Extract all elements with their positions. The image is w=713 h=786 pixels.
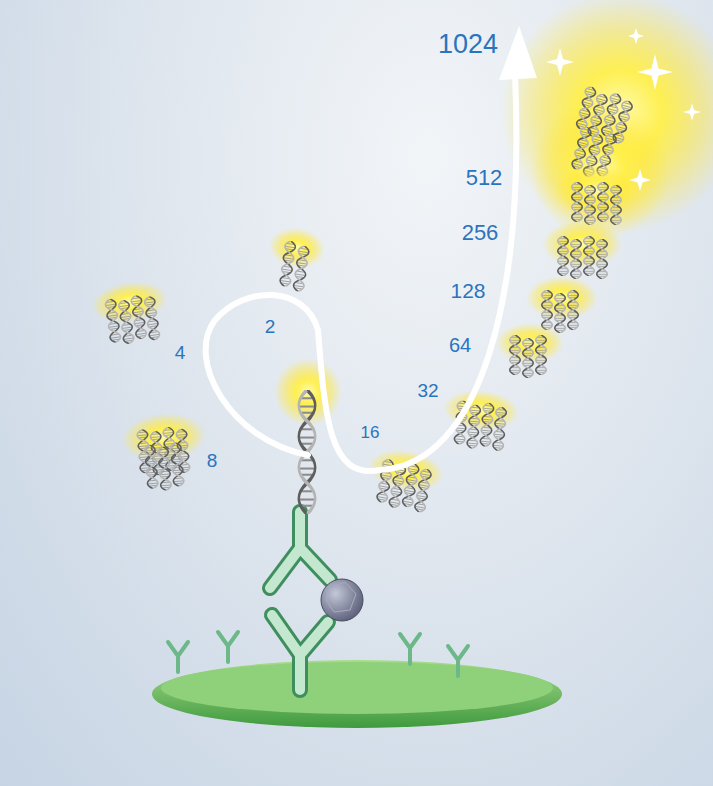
capture-antibody [448,646,468,676]
dna-helix [572,182,583,222]
callout-wrap: 128 [450,280,485,301]
detection-antibody-outline [270,512,330,588]
capture-antibody-outline [272,615,328,690]
dna-helix [414,468,432,513]
sparkle [637,54,673,90]
callout-number: 32 [417,381,438,400]
capture-antibody [272,615,328,690]
dna-helix [293,245,310,292]
support-surface [161,662,553,714]
callout-wrap: 4 [175,343,186,362]
dna-helix [598,182,609,222]
callout-number: 512 [466,167,503,189]
callout-wrap: 2 [265,317,276,336]
dna-helix [568,290,579,330]
dna-helix [523,338,534,378]
callout-wrap: 256 [462,222,499,244]
capture-antibody [218,632,238,662]
callout-number: 256 [462,222,499,244]
dna-helix [137,429,151,474]
dna-cluster [542,220,622,279]
dna-helix [480,402,494,447]
dna-cluster [440,387,521,452]
dna-helix [144,296,161,341]
dna-helix [402,463,420,508]
signal-glow [530,100,670,240]
callout-wrap: 1024 [438,31,498,58]
dna-cluster [120,410,210,494]
detection-antibody [270,512,330,588]
dna-helix [571,239,582,279]
callout-number: 2 [265,317,276,336]
callout-number: 4 [175,343,186,362]
dna-helix [150,431,164,476]
dna-helix [510,335,521,375]
antigen-facets [326,582,356,612]
dna-helix [163,427,177,472]
dna-helix [157,446,171,491]
capture-antibody [400,634,420,664]
dna-helix [558,236,569,276]
dna-helix [144,444,158,489]
dna-helix [118,299,135,344]
dna-helix [584,236,595,276]
callout-wrap: 64 [449,335,471,355]
dna-cluster [89,277,173,348]
callout-number: 128 [450,280,485,301]
dna-helix [542,290,553,330]
dna-helix [376,458,394,503]
dna-helix [611,185,622,225]
dna-cluster [554,164,638,225]
dna-cluster [496,323,564,378]
dna-helix [279,240,296,287]
sparkle [546,48,574,76]
signal-burst [500,0,713,232]
callout-number: 8 [207,451,218,470]
arrowhead [499,26,537,80]
dna-helix [536,335,547,375]
dna-helix [467,404,481,449]
dna-helix [555,293,566,333]
callout-wrap: 512 [466,167,503,189]
sparkle [683,103,701,121]
dna-helix [176,429,190,474]
dna-helix [585,185,596,225]
callout-number: 1024 [438,31,498,58]
callout-number: 16 [361,424,380,441]
dna-helix [492,407,506,452]
antigen [321,579,363,621]
amplification-arrow [206,75,517,471]
callout-wrap: 32 [417,381,438,400]
dna-cluster [263,224,327,294]
solid-support [152,660,562,728]
sparkle [628,28,644,44]
callout-wrap: 16 [361,424,380,441]
sparkles [546,28,701,191]
capture-antibody [168,642,188,672]
callout-wrap: 8 [207,451,218,470]
dna-cluster [362,444,447,515]
callout-number: 64 [449,335,471,355]
dna-helix [597,239,608,279]
dna-helix [170,442,184,487]
